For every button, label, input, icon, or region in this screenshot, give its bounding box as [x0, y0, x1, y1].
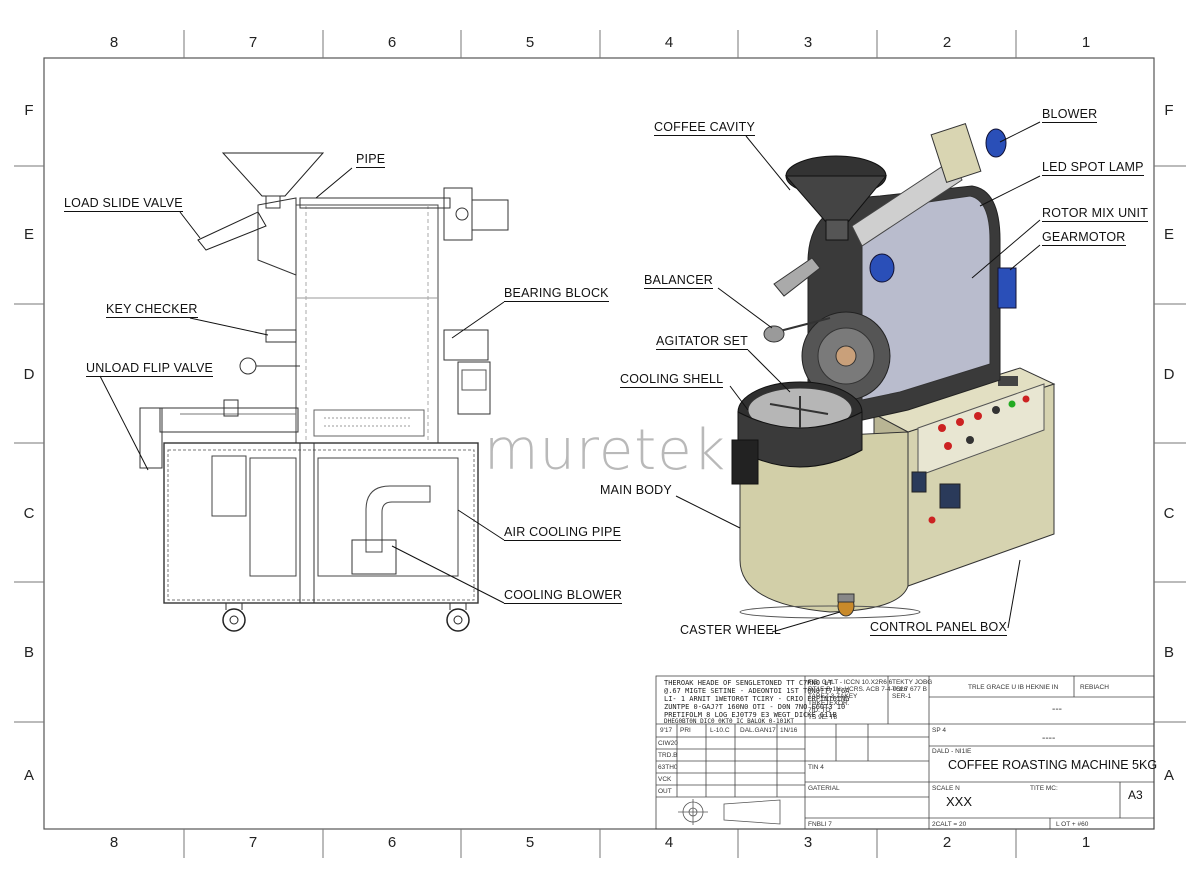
tb-scale-value: 2CALT = 20	[932, 821, 967, 828]
callout-gearmotor: GEARMOTOR	[1042, 230, 1126, 246]
tb-mid-line-4: TRKETEXOR.	[808, 700, 850, 707]
tb-finish-line-2: TOL7 677 B	[892, 686, 927, 693]
tb-role-drawn: CIW20	[658, 740, 678, 747]
tb-notes-line-4: ZUNTPE 0-GAJ?T 160N0 OTI - D0N 7NO E60T3…	[664, 703, 846, 711]
title-block-lines	[655, 675, 1155, 830]
leader-lines-left	[99, 167, 505, 604]
tb-dash-1: ---	[1052, 704, 1062, 715]
callout-pipe: PIPE	[356, 152, 386, 168]
tb-header-5: 1N/16	[780, 727, 798, 734]
callout-air-cooling-pipe: AIR COOLING PIPE	[504, 525, 622, 541]
tb-notes-line-3: LI- 1 ARNIT 1WETOR6T TCIRY - CRIO ERFINT…	[664, 695, 850, 703]
tb-notes-line-1: THEROAK HEADE OF SENGLETONED TT C7RNO LT	[664, 679, 833, 687]
tb-notes-line-5: PRETIFOLM 8 LOG EJ0T79 E3 WEGT DICKE 611…	[664, 711, 837, 719]
side-view-machine	[139, 152, 509, 632]
tb-scale-label: SCALE N	[932, 785, 960, 792]
tb-role-checked: TRD.B	[658, 752, 678, 759]
tb-revision-label: REBIACH	[1080, 684, 1109, 691]
tb-mid-line-2: RT1E B 1N: HCRS. ACB 7-4-0526	[808, 686, 908, 693]
main-body-shape	[739, 431, 909, 613]
tb-finish-line-1: TEKTY JOBG	[892, 679, 933, 686]
callout-agitator-set: AGITATOR SET	[656, 334, 748, 350]
tb-dwg-no-label: TITE MC:	[1030, 785, 1058, 792]
zone-row-a-right: A	[1163, 767, 1174, 784]
zone-row-f-left: F	[24, 102, 34, 119]
callout-cooling-blower: COOLING BLOWER	[504, 588, 623, 604]
projection-symbol	[678, 799, 781, 825]
tb-sheet-value: L OT + #60	[1056, 821, 1089, 828]
callout-caster-wheel: CASTER WHEEL	[680, 623, 782, 637]
zone-row-f-right: F	[1164, 102, 1174, 119]
tb-header-3: L-10.C	[710, 727, 730, 734]
callout-cooling-shell: COOLING SHELL	[620, 372, 724, 388]
tb-dwg-label: SP 4	[932, 727, 946, 734]
zone-row-d-left: D	[23, 366, 35, 383]
callout-balancer: BALANCER	[644, 273, 713, 289]
callout-control-panel-box: CONTROL PANEL BOX	[870, 620, 1007, 636]
tb-notes-line-6: DHEG0BT0N DIC0 0KT0 IC BALOK 0-101KT	[664, 718, 795, 725]
tb-dash-2: ----	[1042, 733, 1056, 744]
callout-load-slide-valve: LOAD SLIDE VALVE	[64, 196, 183, 212]
zone-row-a-left: A	[23, 767, 34, 784]
tb-weight-title: TRLE GRACE U IB HEKNIE IN	[968, 684, 1059, 691]
drawing-title: COFFEE ROASTING MACHINE 5KG	[948, 758, 1158, 772]
zone-row-c-left: C	[23, 505, 35, 522]
zone-col-4-top: 4	[664, 34, 674, 51]
zone-col-3-top: 3	[803, 34, 813, 51]
tb-tinish-label: TIN 4	[808, 764, 824, 771]
tb-mid-line-5: 7ID. TO	[808, 707, 831, 714]
zone-col-8-bottom: 8	[109, 834, 119, 851]
zone-col-7-bottom: 7	[248, 834, 258, 851]
callout-key-checker: KEY CHECKER	[106, 302, 198, 318]
zone-col-5-top: 5	[525, 34, 535, 51]
tb-title-label: DALD - NI1IE	[932, 748, 972, 755]
callout-bearing-block: BEARING BLOCK	[504, 286, 609, 302]
zone-col-1-bottom: 1	[1081, 834, 1091, 851]
drawing-number: XXX	[946, 794, 973, 809]
tb-mid-line-1: FIB. GALT - ICCN 10.X2R6 6	[808, 679, 893, 686]
tb-finish-line-3: SER-1	[892, 693, 912, 700]
zone-col-2-top: 2	[942, 34, 952, 51]
callout-coffee-cavity: COFFEE CAVITY	[654, 120, 755, 136]
tb-material-label: GATERIAL	[808, 785, 840, 792]
zone-row-b-left: B	[23, 644, 34, 661]
tb-role-qa: OUT	[658, 788, 672, 795]
tb-header-2: PRI	[680, 727, 691, 734]
callout-led-spot-lamp: LED SPOT LAMP	[1042, 160, 1144, 176]
zone-col-7-top: 7	[248, 34, 258, 51]
tb-role-mfg: VCK	[658, 776, 672, 783]
callout-rotor-mix-unit: ROTOR MIX UNIT	[1042, 206, 1149, 222]
tb-header-1: 9'17	[660, 727, 673, 734]
tb-header-4: DAL.GAN17	[740, 727, 776, 734]
leader-lines-right	[675, 121, 1041, 633]
isometric-machine	[731, 123, 1056, 619]
zone-col-8-top: 8	[109, 34, 119, 51]
zone-row-e-right: E	[1163, 226, 1174, 243]
callout-main-body: MAIN BODY	[600, 483, 672, 497]
tb-notes-line-2: @.67 MIGTE SETINE - ADEONTOI 1ST T0N0?T7…	[664, 687, 850, 695]
tb-finish-label: FNBLI 7	[808, 821, 832, 828]
tb-mid-line-3: TAREZ 3.ZAKEY	[808, 693, 858, 700]
zone-row-e-left: E	[23, 226, 34, 243]
zone-ticks	[14, 30, 1186, 858]
tb-role-engineer: 63TH0	[658, 764, 678, 771]
callout-unload-flip-valve: UNLOAD FLIP VALVE	[86, 361, 214, 377]
watermark-logo: muretek	[484, 418, 727, 483]
zone-col-6-top: 6	[387, 34, 397, 51]
zone-col-5-bottom: 5	[525, 834, 535, 851]
zone-row-b-right: B	[1163, 644, 1174, 661]
sheet-size: A3	[1128, 788, 1143, 802]
zone-row-d-right: D	[1163, 366, 1175, 383]
zone-col-2-bottom: 2	[942, 834, 952, 851]
zone-col-1-top: 1	[1081, 34, 1091, 51]
zone-col-4-bottom: 4	[664, 834, 674, 851]
zone-row-c-right: C	[1163, 505, 1175, 522]
zone-col-3-bottom: 3	[803, 834, 813, 851]
callout-blower: BLOWER	[1042, 107, 1098, 123]
hopper-shape	[221, 152, 325, 197]
zone-col-6-bottom: 6	[387, 834, 397, 851]
tb-mid-line-6: TS 9E. T8	[808, 714, 838, 721]
